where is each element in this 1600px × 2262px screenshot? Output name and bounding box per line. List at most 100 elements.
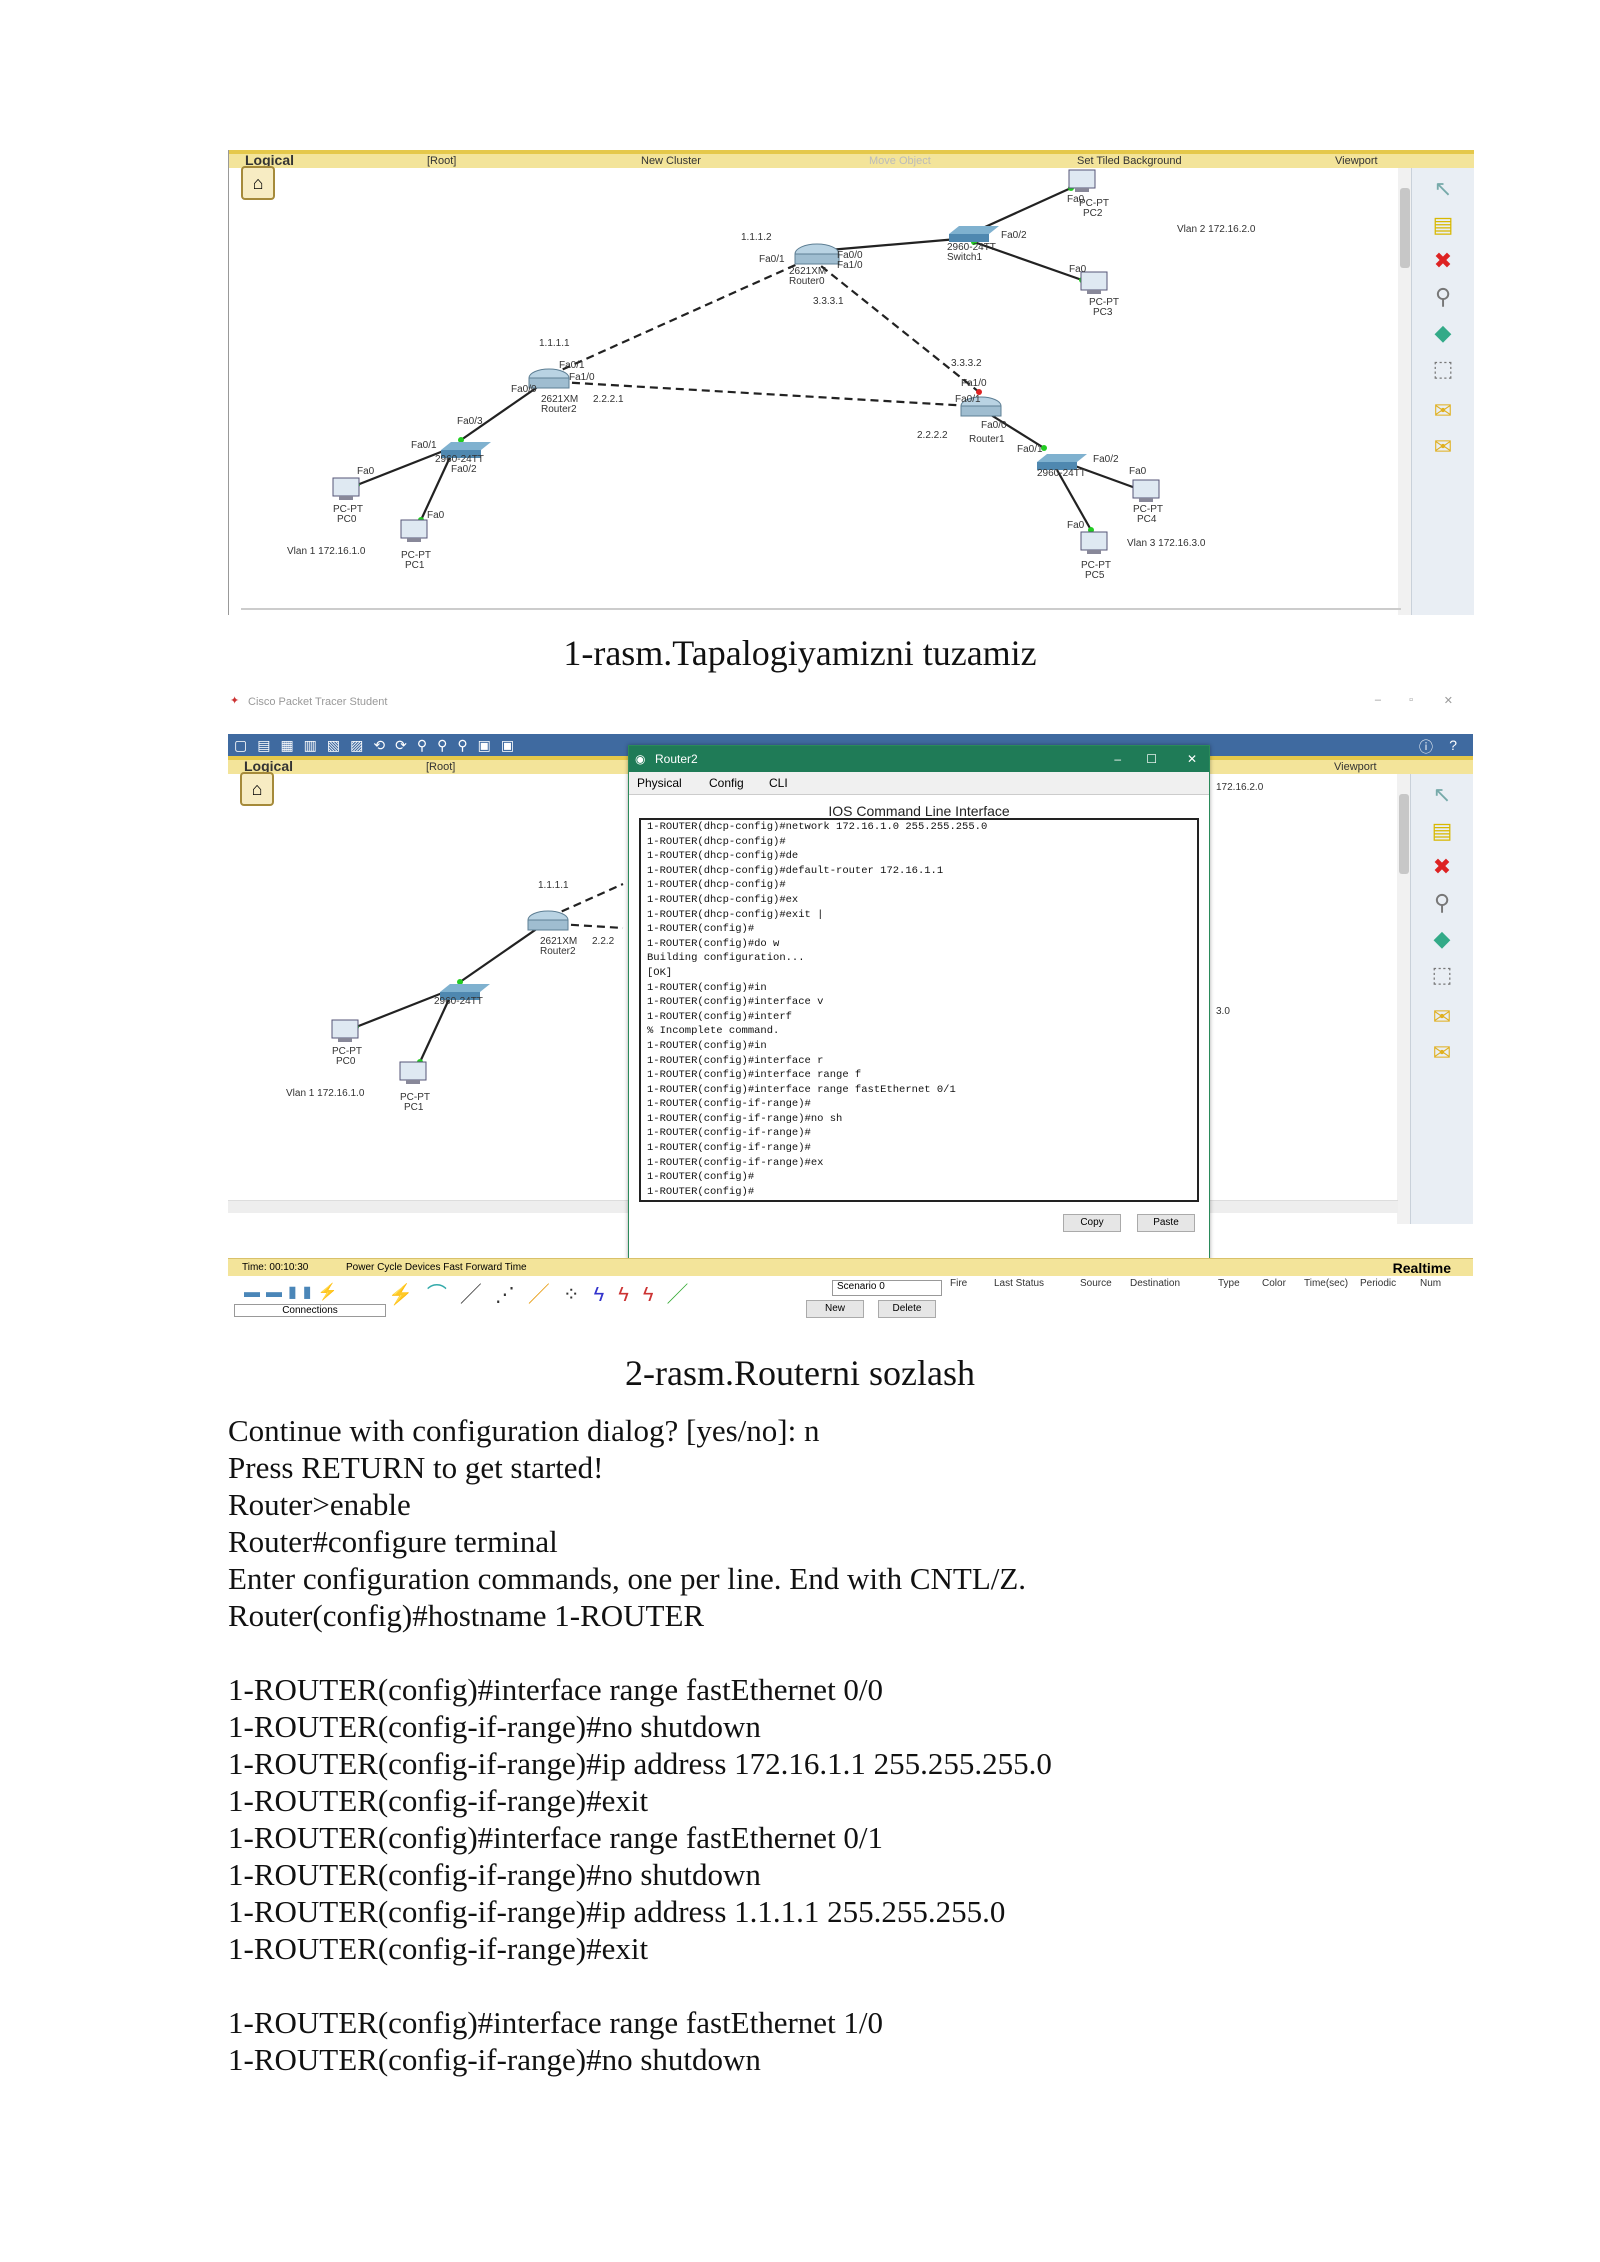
- logical-view-icon[interactable]: ⌂: [241, 166, 275, 200]
- pc1-icon: [399, 1061, 427, 1084]
- ip-label: 1.1.1.2: [741, 232, 772, 243]
- switch-0-icon: [440, 984, 490, 1000]
- links: [356, 186, 1142, 531]
- pc-type-label: PC-PT: [1133, 504, 1163, 515]
- topology-diagram: 1.1.1.2 Fa0/1 Fa0/0 Fa1/0 2621XM Router0…: [287, 169, 1256, 581]
- column-destination: Destination: [1130, 1278, 1181, 1289]
- info-icon[interactable]: ⓘ: [1419, 739, 1433, 755]
- delete-scenario-button[interactable]: Delete: [878, 1300, 936, 1318]
- viewport-button[interactable]: Viewport: [1334, 761, 1377, 773]
- complex-pdu-icon[interactable]: ✉: [1432, 1040, 1452, 1065]
- new-scenario-button[interactable]: New: [806, 1300, 864, 1318]
- select-icon[interactable]: ↖: [1432, 782, 1452, 807]
- router-name-label: Router2: [540, 946, 576, 957]
- pc-name-label: PC2: [1083, 208, 1103, 219]
- zoom-icon[interactable]: ⚲: [1433, 890, 1451, 915]
- power-cycle-controls[interactable]: Power Cycle Devices Fast Forward Time: [346, 1262, 527, 1273]
- realtime-label[interactable]: Realtime: [1392, 1260, 1451, 1276]
- cli-output-line: 1-ROUTER(dhcp-config)#exit |: [647, 908, 824, 921]
- connections-label: Connections: [234, 1304, 386, 1317]
- shape-icon[interactable]: ◆: [1434, 320, 1452, 345]
- minimize-icon[interactable]: –: [1374, 694, 1381, 706]
- device-category-icons[interactable]: ▬▬▮▮⚡: [244, 1284, 344, 1301]
- router-0-icon: [794, 243, 840, 265]
- pc-type-label: PC-PT: [1079, 198, 1109, 209]
- pc-name-label: PC1: [404, 1102, 424, 1113]
- tab-physical[interactable]: Physical: [637, 776, 682, 790]
- cli-output-line: 1-ROUTER(config)#interf: [647, 1010, 792, 1023]
- cli-output-line: 1-ROUTER(dhcp-config)#de: [647, 850, 799, 863]
- cli-console[interactable]: 1-ROUTER(dhcp-config)#network 172.16.1.0…: [639, 818, 1199, 1202]
- resize-icon[interactable]: ⬚: [1432, 356, 1454, 381]
- link-switch0-pc1: [420, 454, 452, 521]
- resize-icon[interactable]: ⬚: [1431, 962, 1453, 987]
- connection-type-icons[interactable]: ⚡⌒╱⋰╱⁘ϟϟϟ╱: [388, 1284, 702, 1306]
- delete-icon[interactable]: ✖: [1433, 248, 1453, 273]
- select-icon[interactable]: ↖: [1433, 176, 1453, 201]
- note-icon[interactable]: ▤: [1432, 212, 1454, 237]
- cli-title-bar[interactable]: ◉ Router2 – ☐ ✕: [629, 746, 1209, 772]
- logical-tab[interactable]: Logical: [244, 758, 294, 774]
- column-last-status: Last Status: [994, 1278, 1045, 1289]
- close-icon[interactable]: ✕: [1186, 752, 1197, 766]
- cli-output-line: 1-ROUTER(config)#: [647, 1185, 755, 1198]
- pdu-icon[interactable]: ✉: [1432, 1004, 1452, 1029]
- right-toolbar: ↖ ▤ ✖ ⚲ ◆ ⬚ ✉ ✉: [1410, 774, 1473, 1224]
- set-background-button[interactable]: Set Tiled Background: [1077, 155, 1182, 167]
- vertical-scrollbar[interactable]: [1397, 774, 1411, 1224]
- column-source: Source: [1080, 1278, 1112, 1289]
- pdu-icon[interactable]: ✉: [1433, 398, 1453, 423]
- router-cli-window[interactable]: ◉ Router2 – ☐ ✕ Physical Config CLI IOS …: [628, 745, 1210, 1267]
- note-icon[interactable]: ▤: [1431, 818, 1453, 843]
- help-icon[interactable]: ?: [1449, 737, 1457, 753]
- switch-model-label: 2960-24TT: [1037, 468, 1086, 479]
- restore-icon[interactable]: ▫: [1409, 694, 1413, 706]
- port-label: Fa0: [427, 510, 445, 521]
- root-label[interactable]: [Root]: [427, 155, 457, 167]
- cli-output-line: 1-ROUTER(config)#in: [647, 981, 767, 994]
- document-line: 1-ROUTER(config-if-range)#no shutdown: [228, 1857, 761, 1892]
- copy-button[interactable]: Copy: [1063, 1214, 1121, 1232]
- shape-icon[interactable]: ◆: [1433, 926, 1451, 951]
- port-label: Fa0/0: [837, 250, 863, 261]
- maximize-icon[interactable]: ☐: [1146, 752, 1157, 766]
- pc-type-label: PC-PT: [1089, 297, 1119, 308]
- paste-button[interactable]: Paste: [1137, 1214, 1195, 1232]
- title-bar: ✦ Cisco Packet Tracer Student – ▫ ✕: [228, 690, 1473, 714]
- link-router0-router1: [810, 257, 980, 393]
- delete-icon[interactable]: ✖: [1432, 854, 1452, 879]
- document-line: Continue with configuration dialog? [yes…: [228, 1413, 820, 1448]
- port-label: Fa0/1: [411, 440, 437, 451]
- port-label: Fa0/2: [1001, 230, 1027, 241]
- viewport-button[interactable]: Viewport: [1335, 155, 1378, 167]
- scenario-select[interactable]: Scenario 0: [832, 1280, 942, 1296]
- cli-output-line: 1-ROUTER(config)#: [647, 923, 755, 936]
- link-router0-switch1: [828, 236, 970, 252]
- logical-view-icon[interactable]: ⌂: [240, 772, 274, 806]
- column-type: Type: [1218, 1278, 1240, 1289]
- complex-pdu-icon[interactable]: ✉: [1433, 434, 1453, 459]
- vertical-scrollbar[interactable]: [1398, 168, 1412, 615]
- move-object-button[interactable]: Move Object: [869, 155, 931, 167]
- zoom-icon[interactable]: ⚲: [1434, 284, 1452, 309]
- root-label[interactable]: [Root]: [426, 761, 456, 773]
- pc2-icon: [1068, 169, 1096, 192]
- right-toolbar: ↖ ▤ ✖ ⚲ ◆ ⬚ ✉ ✉: [1411, 168, 1474, 615]
- port-label: Fa0/1: [1017, 444, 1043, 455]
- close-icon[interactable]: ✕: [1443, 695, 1453, 707]
- document-line: 1-ROUTER(config-if-range)#no shutdown: [228, 2042, 761, 2077]
- tab-config[interactable]: Config: [709, 776, 744, 790]
- column-fire: Fire: [950, 1278, 968, 1289]
- pc-name-label: PC4: [1137, 514, 1157, 525]
- vlan-label: Vlan 3 172.16.3.0: [1127, 538, 1206, 549]
- cli-output-line: 1-ROUTER(config)#interface range f: [647, 1069, 862, 1082]
- logical-tab[interactable]: Logical: [245, 152, 295, 168]
- minimize-icon[interactable]: –: [1114, 752, 1121, 766]
- new-cluster-button[interactable]: New Cluster: [641, 155, 701, 167]
- document-line: 1-ROUTER(config-if-range)#ip address 1.1…: [228, 1894, 1006, 1929]
- pc-name-label: PC3: [1093, 307, 1113, 318]
- tab-cli[interactable]: CLI: [769, 776, 788, 790]
- document-body: Continue with configuration dialog? [yes…: [228, 1412, 1052, 2078]
- router-2-icon: [528, 368, 570, 389]
- toolbar-icons[interactable]: ▢▤▦▥▧▨⟲⟳⚲⚲⚲▣▣: [234, 737, 525, 753]
